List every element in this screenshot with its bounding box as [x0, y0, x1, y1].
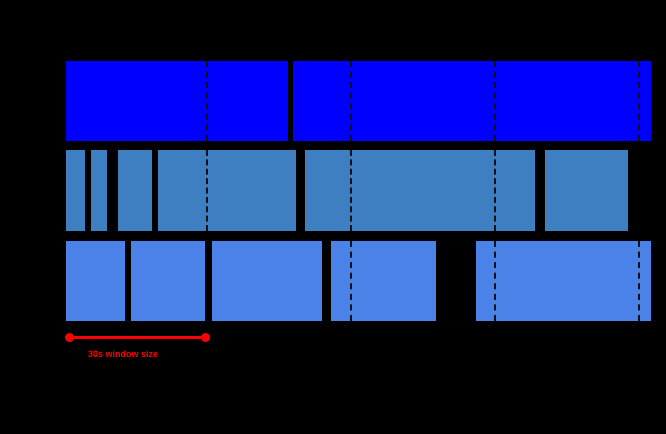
- segment-track-2-1[interactable]: [66, 150, 85, 231]
- segment-track-3-2[interactable]: [131, 241, 205, 321]
- segment-track-3-5[interactable]: [476, 241, 651, 321]
- segment-track-2-3[interactable]: [118, 150, 152, 231]
- segment-track-1-2[interactable]: [293, 61, 651, 141]
- segment-track-1-1[interactable]: [66, 61, 288, 141]
- segment-track-3-3[interactable]: [212, 241, 322, 321]
- window-size-annotation-line: [69, 336, 205, 339]
- segment-track-3-4[interactable]: [331, 241, 436, 321]
- segment-track-2-6[interactable]: [545, 150, 628, 231]
- window-size-annotation-label: 30s window size: [88, 349, 159, 359]
- segment-track-2-2[interactable]: [91, 150, 107, 231]
- segment-track-2-4[interactable]: [158, 150, 296, 231]
- segment-track-2-5[interactable]: [305, 150, 535, 231]
- track-2: [0, 150, 666, 231]
- segment-track-3-1[interactable]: [66, 241, 125, 321]
- track-3: [0, 241, 666, 321]
- track-1: [0, 61, 666, 141]
- window-size-annotation-start-cap: [65, 333, 74, 342]
- window-size-annotation-end-cap: [201, 333, 210, 342]
